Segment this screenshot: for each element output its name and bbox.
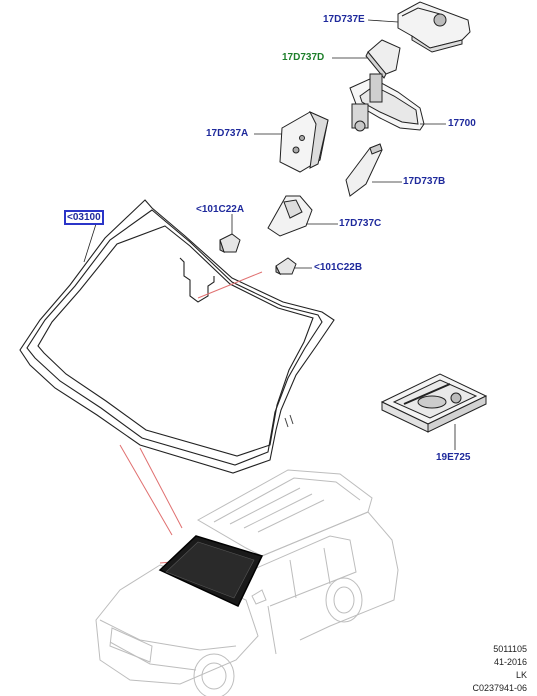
footer-line-1: 5011105 — [493, 644, 527, 654]
label-17D737C[interactable]: 17D737C — [339, 218, 382, 229]
part-17700-drawing — [349, 73, 425, 132]
label-101C22B[interactable]: <101C22B — [314, 262, 363, 273]
red-leader-lines — [119, 271, 263, 564]
footer-line-3: LK — [515, 670, 527, 680]
label-03100[interactable]: <03100 — [64, 210, 104, 225]
part-17D737E-drawing — [397, 1, 471, 53]
windshield-drawing — [19, 199, 335, 474]
part-19E725-drawing — [380, 373, 488, 433]
part-17D737A-drawing — [279, 110, 329, 173]
vehicle-drawing — [95, 469, 399, 696]
part-101C22B-drawing — [275, 257, 297, 276]
label-17D737A[interactable]: 17D737A — [206, 128, 249, 139]
label-17D737B[interactable]: 17D737B — [403, 176, 446, 187]
windshield-clip-marks — [284, 414, 294, 428]
label-17700[interactable]: 17700 — [448, 118, 476, 129]
vehicle-windshield-highlight — [158, 535, 264, 607]
part-17D737B-drawing — [345, 143, 383, 197]
part-17D737D-drawing — [365, 39, 401, 79]
footer-block: 5011105 41-2016 LK C0237941-06 — [472, 643, 527, 695]
part-17D737C-drawing — [267, 195, 313, 237]
footer-line-2: 41-2016 — [493, 657, 527, 667]
part-101C22A-drawing — [219, 233, 241, 253]
label-19E725[interactable]: 19E725 — [436, 452, 471, 463]
label-101C22A[interactable]: <101C22A — [196, 204, 245, 215]
label-17D737E[interactable]: 17D737E — [323, 14, 365, 25]
footer-line-4: C0237941-06 — [472, 683, 527, 693]
label-17D737D[interactable]: 17D737D — [282, 52, 325, 63]
